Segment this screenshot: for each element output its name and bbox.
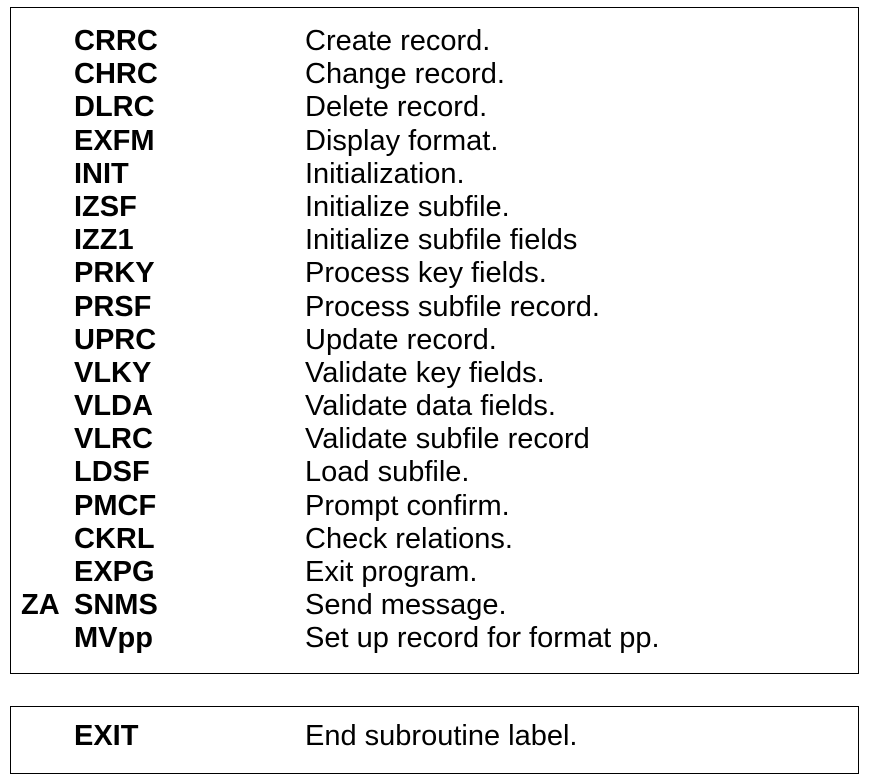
item-description: Change record.: [305, 58, 505, 91]
list-item: IZZ1 Initialize subfile fields: [11, 224, 858, 257]
item-code: SNMS: [74, 589, 158, 622]
item-description: End subroutine label.: [305, 720, 578, 752]
item-description: Initialization.: [305, 157, 465, 190]
list-item: VLKY Validate key fields.: [11, 357, 858, 390]
list-item: VLDA Validate data fields.: [11, 390, 858, 423]
item-code: LDSF: [74, 456, 150, 489]
item-description: Validate data fields.: [305, 390, 556, 423]
item-description: Update record.: [305, 323, 497, 356]
item-code: IZSF: [74, 190, 137, 223]
list-item: CHRC Change record.: [11, 58, 858, 91]
item-description: Prompt confirm.: [305, 489, 510, 522]
list-item: DLRC Delete record.: [11, 91, 858, 124]
list-item: PMCF Prompt confirm.: [11, 490, 858, 523]
item-description: Display format.: [305, 124, 499, 157]
item-code: DLRC: [74, 91, 155, 124]
item-description: Check relations.: [305, 522, 513, 555]
list-item: PRSF Process subfile record.: [11, 291, 858, 324]
item-description: Load subfile.: [305, 456, 470, 489]
list-item: EXIT End subroutine label.: [11, 720, 858, 753]
item-description: Create record.: [305, 25, 491, 57]
item-description: Validate subfile record: [305, 423, 590, 456]
item-code: CHRC: [74, 58, 158, 91]
list-item: CRRC Create record.: [11, 25, 858, 58]
item-code: INIT: [74, 157, 129, 190]
item-code: PRKY: [74, 257, 155, 290]
item-prefix: ZA: [21, 589, 60, 622]
item-code: CRRC: [74, 25, 158, 57]
item-code: EXIT: [74, 720, 139, 752]
exit-subroutine-box: EXIT End subroutine label.: [10, 706, 859, 774]
item-description: Exit program.: [305, 556, 478, 588]
list-item: MVpp Set up record for format pp.: [11, 622, 858, 655]
item-description: Process subfile record.: [305, 290, 600, 323]
item-code: IZZ1: [74, 224, 134, 257]
item-description: Validate key fields.: [305, 356, 545, 389]
list-item: IZSF Initialize subfile.: [11, 191, 858, 224]
item-code: PRSF: [74, 290, 152, 323]
list-item: INIT Initialization.: [11, 158, 858, 191]
item-code: EXPG: [74, 556, 155, 588]
item-code: PMCF: [74, 489, 157, 522]
list-item: CKRL Check relations.: [11, 523, 858, 556]
item-description: Process key fields.: [305, 257, 547, 290]
item-code: CKRL: [74, 522, 155, 555]
item-code: EXFM: [74, 124, 155, 157]
item-description: Send message.: [305, 589, 507, 622]
list-item: LDSF Load subfile.: [11, 456, 858, 489]
item-description: Initialize subfile.: [305, 190, 510, 223]
item-description: Delete record.: [305, 91, 488, 124]
list-item: ZA SNMS Send message.: [11, 589, 858, 622]
item-code: VLKY: [74, 356, 152, 389]
list-item: EXFM Display format.: [11, 125, 858, 158]
list-item: PRKY Process key fields.: [11, 257, 858, 290]
list-item: UPRC Update record.: [11, 324, 858, 357]
subroutine-list-box: CRRC Create record. CHRC Change record. …: [10, 7, 859, 674]
list-item: VLRC Validate subfile record: [11, 423, 858, 456]
list-item: EXPG Exit program.: [11, 556, 858, 589]
item-code: MVpp: [74, 622, 153, 655]
item-code: VLRC: [74, 423, 153, 456]
item-description: Initialize subfile fields: [305, 224, 578, 257]
item-description: Set up record for format pp.: [305, 622, 660, 655]
item-code: VLDA: [74, 390, 153, 423]
item-code: UPRC: [74, 323, 157, 356]
